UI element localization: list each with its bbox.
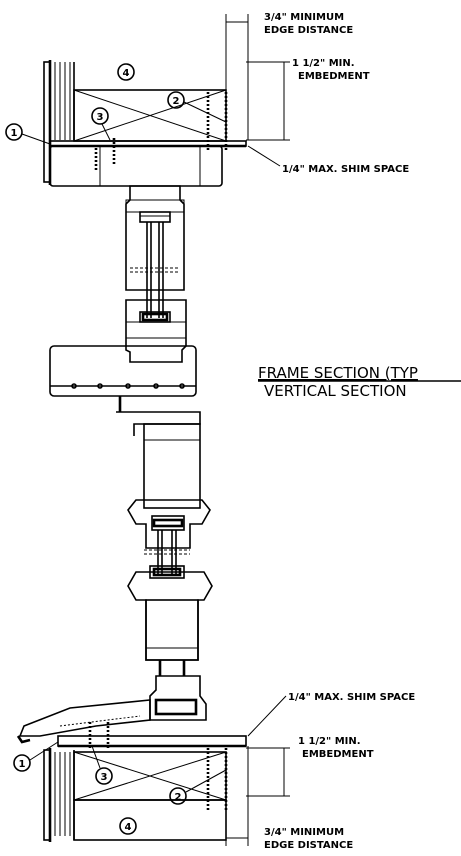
top-callouts: 1 2 3 4 [5, 63, 227, 145]
mid-rail-section [49, 345, 201, 436]
top-jamb-assembly: 1 2 3 4 [5, 14, 290, 187]
top-receptor [49, 145, 223, 187]
bottom-callouts: 1 2 3 4 [13, 741, 227, 835]
sill-assembly [16, 675, 247, 748]
top-wall-hatch [43, 60, 75, 185]
callout-1-top-label: 1 [11, 128, 18, 139]
note-top-shim: 1/4" MAX. SHIM SPACE [282, 164, 409, 175]
callout-3-top [91, 107, 109, 125]
callout-1-bottom [13, 754, 31, 772]
bottom-wall-hatch [43, 748, 75, 842]
bottom-jamb-assembly: 1 2 3 4 [13, 695, 290, 846]
note-bottom-embed-line2: EMBEDMENT [302, 749, 374, 760]
bottom-wood-buck [73, 751, 227, 841]
callout-3-bottom-label: 3 [101, 772, 108, 783]
callout-4-bottom-label: 4 [125, 822, 132, 833]
top-anchor-screws [94, 92, 228, 172]
callout-2-bottom-label: 2 [175, 792, 182, 803]
top-dimension-lines [225, 14, 290, 167]
lower-sash-section [127, 423, 213, 676]
callout-4-top-label: 4 [123, 68, 130, 79]
title-line2: VERTICAL SECTION [264, 382, 407, 400]
callout-2-top [167, 91, 185, 109]
callout-1-bottom-label: 1 [19, 759, 26, 770]
note-bottom-shim: 1/4" MAX. SHIM SPACE [288, 692, 415, 703]
title-line1: FRAME SECTION (TYP [258, 364, 418, 382]
note-top-edge-line2: EDGE DISTANCE [264, 25, 353, 36]
callout-4-top [117, 63, 135, 81]
callout-2-top-label: 2 [173, 96, 180, 107]
upper-frame-section [125, 185, 187, 363]
callout-3-bottom [95, 767, 113, 785]
callout-2-bottom [169, 787, 187, 805]
bottom-anchor-screws [88, 722, 228, 810]
lower-glass-lite [144, 530, 190, 574]
callout-3-top-label: 3 [97, 112, 104, 123]
upper-glass-lite [130, 222, 180, 318]
note-bottom-edge-line1: 3/4" MINIMUM [264, 827, 344, 838]
note-top-edge-line1: 3/4" MINIMUM [264, 12, 344, 23]
notes: 3/4" MINIMUM EDGE DISTANCE 1 1/2" MIN. E… [258, 12, 461, 851]
note-top-embed-line2: EMBEDMENT [298, 71, 370, 82]
callout-1-top [5, 123, 23, 141]
note-top-embed-line1: 1 1/2" MIN. [292, 58, 355, 69]
note-bottom-edge-line2: EDGE DISTANCE [264, 840, 353, 851]
bottom-dimension-lines [225, 695, 290, 846]
note-bottom-embed-line1: 1 1/2" MIN. [298, 736, 361, 747]
callout-4-bottom [119, 817, 137, 835]
